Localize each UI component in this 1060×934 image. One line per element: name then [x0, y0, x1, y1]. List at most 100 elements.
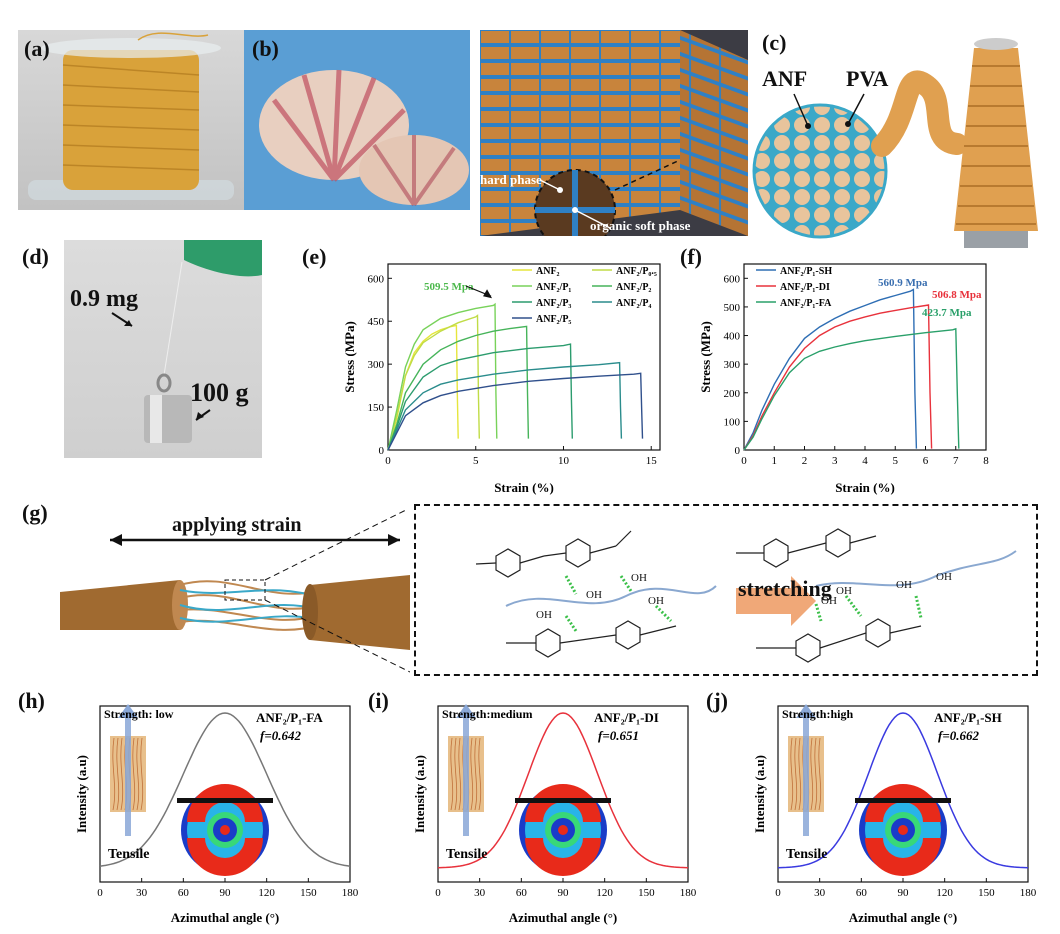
fiber-strand — [470, 737, 474, 811]
legend-entry: ANF₂/P₁ — [536, 282, 571, 293]
x-tick-label: 120 — [596, 887, 613, 899]
fiber-strand — [814, 737, 818, 811]
y-tick-label: 600 — [368, 273, 385, 285]
legend-entry: ANF₂/P₁-FA — [780, 298, 832, 309]
spool-illustration — [28, 32, 234, 200]
svg-text:OH: OH — [821, 595, 837, 607]
plot-frame — [387, 263, 661, 451]
legend-entry: ANF₂ — [536, 266, 560, 277]
x-tick-label: 7 — [953, 455, 959, 467]
panel-label-a: (a) — [24, 36, 50, 61]
fiber-strand — [132, 737, 136, 811]
x-tick-label: 60 — [856, 887, 868, 899]
waxs-beamstop — [220, 825, 230, 835]
x-tick-label: 90 — [558, 887, 570, 899]
intensity-curve — [437, 712, 689, 869]
fiber-strand — [112, 737, 116, 811]
peak-annotation: 560.9 Mpa — [878, 277, 928, 289]
series-line — [387, 314, 480, 451]
fiber-strand — [790, 737, 794, 811]
x-tick-label: 6 — [923, 455, 929, 467]
y-axis-label: Intensity (a.u) — [74, 755, 89, 833]
y-axis-label: Intensity (a.u) — [752, 755, 767, 833]
waxs-arc-bottom — [187, 838, 263, 876]
x-tick-label: 2 — [802, 455, 808, 467]
panel-label-i: (i) — [368, 688, 389, 713]
x-tick-label: 60 — [516, 887, 528, 899]
x-tick-label: 4 — [862, 455, 868, 467]
x-tick-label: 150 — [978, 887, 995, 899]
x-tick-label: 90 — [898, 887, 910, 899]
svg-text:OH: OH — [631, 572, 647, 584]
x-tick-label: 180 — [1020, 887, 1037, 899]
x-tick-label: 150 — [300, 887, 317, 899]
x-tick-label: 30 — [136, 887, 148, 899]
panel-label-g: (g) — [22, 500, 48, 525]
legend-entry: ANF₂/P₃ — [536, 298, 571, 309]
x-tick-label: 0 — [435, 887, 441, 899]
tensile-label: Tensile — [786, 847, 828, 862]
mass-big-label: 100 g — [190, 378, 249, 407]
y-tick-label: 300 — [724, 359, 741, 371]
fiber-strand — [818, 737, 822, 811]
y-tick-label: 600 — [724, 273, 741, 285]
series-line — [387, 302, 498, 451]
fiber-strand — [136, 737, 140, 811]
series-line — [743, 288, 918, 451]
fiber-strand — [140, 737, 144, 811]
strength-label: Strength:medium — [442, 707, 532, 721]
x-tick-label: 15 — [646, 455, 658, 467]
x-tick-label: 5 — [473, 455, 479, 467]
x-tick-label: 30 — [814, 887, 826, 899]
hard-phase-label: hard phase — [480, 172, 542, 187]
x-tick-label: 120 — [936, 887, 953, 899]
orientation-factor: f=0.642 — [260, 728, 301, 743]
x-tick-label: 5 — [893, 455, 899, 467]
y-tick-label: 500 — [724, 302, 741, 314]
x-tick-label: 10 — [558, 455, 570, 467]
series-line — [387, 324, 459, 451]
panel-label-b: (b) — [252, 36, 279, 61]
svg-text:OH: OH — [648, 595, 664, 607]
photo-spool — [18, 30, 244, 210]
legend-entry: ANF₂/P₀.₅ — [616, 266, 657, 277]
waxs-beamstop — [898, 825, 908, 835]
tensile-arrowhead — [796, 704, 816, 718]
pva-label: PVA — [846, 66, 889, 91]
y-tick-label: 0 — [735, 445, 741, 457]
fiber-strand — [450, 737, 454, 811]
series-line — [387, 325, 530, 451]
x-axis-label: Azimuthal angle (°) — [849, 910, 957, 925]
anf-label: ANF — [762, 66, 808, 91]
x-tick-label: 8 — [983, 455, 989, 467]
x-axis-label: Azimuthal angle (°) — [171, 910, 279, 925]
brick-structure — [480, 30, 748, 236]
x-tick-label: 180 — [342, 887, 359, 899]
x-tick-label: 60 — [178, 887, 190, 899]
y-axis-label: Stress (MPa) — [342, 321, 357, 393]
x-tick-label: 3 — [832, 455, 838, 467]
y-tick-label: 300 — [368, 359, 385, 371]
x-tick-label: 0 — [97, 887, 103, 899]
sample-label: ANF₂/P₁-FA — [256, 710, 323, 725]
y-tick-label: 150 — [368, 402, 385, 414]
brick-wall-render: hard phase organic soft phase — [480, 30, 748, 236]
svg-text:OH: OH — [936, 571, 952, 583]
svg-text:OH: OH — [896, 579, 912, 591]
stretching-label: stretching — [738, 576, 832, 601]
orientation-factor: f=0.662 — [938, 728, 979, 743]
photo-seashells — [244, 30, 470, 210]
waxs-arc-top — [187, 784, 263, 822]
bobbin — [954, 38, 1038, 248]
y-axis-label: Intensity (a.u) — [412, 755, 427, 833]
x-axis-label: Azimuthal angle (°) — [509, 910, 617, 925]
waxs-arc-top — [525, 784, 601, 822]
weight-illustration — [111, 240, 262, 443]
fiber-strand — [458, 737, 462, 811]
strength-label: Strength: low — [104, 707, 174, 721]
fiber-strand — [474, 737, 478, 811]
x-tick-label: 0 — [775, 887, 781, 899]
